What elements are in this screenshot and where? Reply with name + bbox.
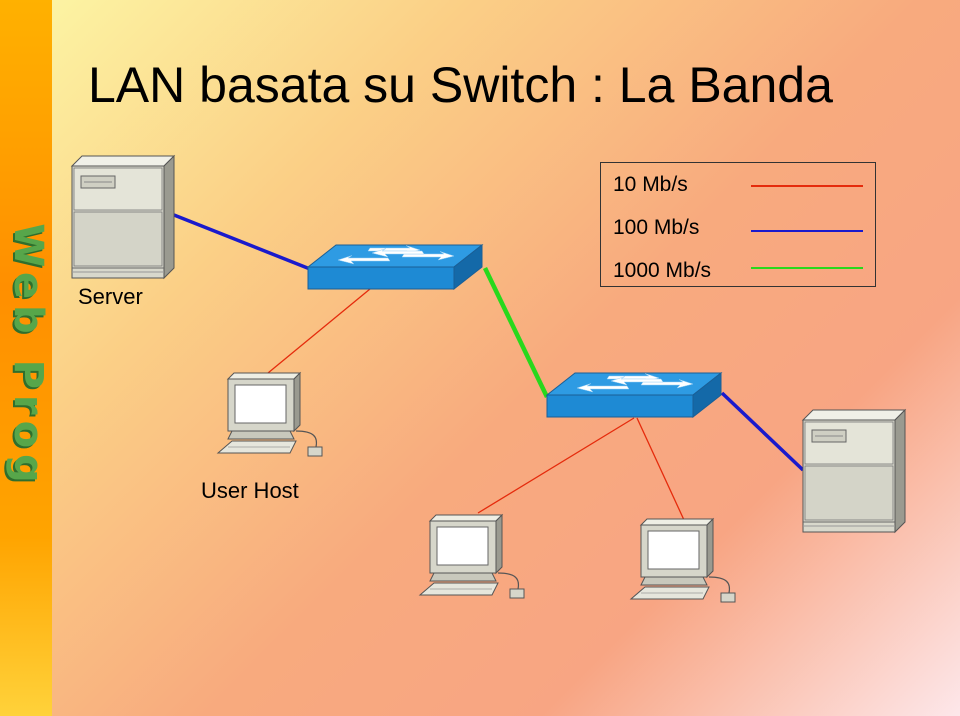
user-host-icon-1 — [217, 372, 323, 457]
link-switch1-host1 — [267, 288, 371, 374]
server-label: Server — [78, 284, 143, 309]
slide-title: LAN basata su Switch : La Banda — [88, 57, 833, 113]
link-switch1-switch2 — [482, 267, 550, 398]
switch-icon-2 — [546, 372, 722, 418]
sidebar-banner: Web Prog — [0, 0, 52, 716]
legend-label-10: 10 Mb/s — [613, 173, 688, 196]
legend-line-10 — [751, 185, 863, 187]
bandwidth-legend: 10 Mb/s 100 Mb/s 1000 Mb/s — [600, 162, 876, 287]
legend-line-100 — [751, 230, 863, 232]
server-icon — [71, 155, 175, 279]
legend-line-1000 — [751, 267, 863, 269]
link-server-switch1 — [173, 213, 311, 271]
legend-label-1000: 1000 Mb/s — [613, 259, 712, 282]
legend-label-100: 100 Mb/s — [613, 216, 700, 239]
link-switch2-server2 — [720, 391, 805, 472]
link-switch2-host2 — [477, 417, 635, 514]
switch-icon-1 — [307, 244, 483, 290]
link-switch2-host3 — [636, 417, 685, 521]
user-host-icon-3 — [630, 518, 736, 603]
user-host-label: User Host — [201, 478, 299, 503]
user-host-icon-2 — [419, 514, 525, 599]
server-icon-2 — [802, 409, 906, 533]
